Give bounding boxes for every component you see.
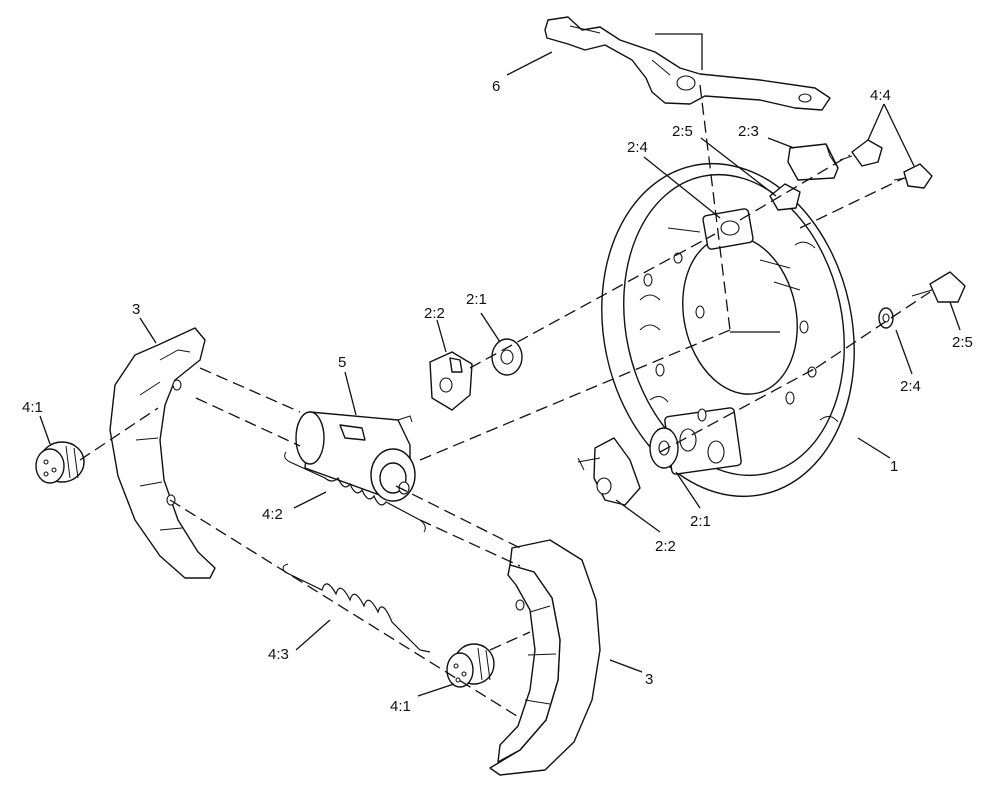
retainer-left-part	[35, 441, 85, 484]
brake-shoe-upper-part	[109, 327, 216, 579]
callout-2-1-upper: 2:1	[466, 291, 487, 308]
callout-2-5-lower: 2:5	[952, 334, 973, 351]
adjuster-part	[787, 143, 839, 181]
callout-3-upper: 3	[132, 301, 140, 318]
callout-labels: 6 2:4 2:5 2:3 4:4 2:5 2:4 1 2:1 2:2 2:1 …	[22, 78, 973, 715]
callout-6: 6	[492, 78, 500, 95]
wheel-cylinder-part	[295, 411, 416, 502]
callout-4-3: 4:3	[268, 646, 289, 663]
retainer-right-part	[446, 643, 495, 688]
callout-2-2-lower: 2:2	[655, 538, 676, 555]
anchor-block-lower-part	[577, 437, 641, 506]
bolt-2-5-upper-part	[769, 183, 801, 211]
callout-2-3: 2:3	[738, 123, 759, 140]
leader-lines	[39, 33, 961, 697]
bolt-upper-part	[839, 139, 883, 167]
callout-2-1-lower: 2:1	[690, 513, 711, 530]
callout-5: 5	[338, 354, 346, 371]
callout-1: 1	[890, 458, 898, 475]
lever-part	[544, 16, 831, 111]
washer-lower-part	[649, 427, 679, 469]
callout-2-5-upper: 2:5	[672, 123, 693, 140]
anchor-block-upper-part	[429, 351, 473, 411]
callout-2-2-upper: 2:2	[424, 305, 445, 322]
callout-4-1-right: 4:1	[390, 698, 411, 715]
bolt-lower-part	[893, 163, 933, 189]
callout-2-4-upper: 2:4	[627, 139, 648, 156]
callout-4-2: 4:2	[262, 506, 283, 523]
washer-upper-part	[491, 338, 523, 376]
callout-4-1-left: 4:1	[22, 399, 43, 416]
bolt-2-5-lower-part	[911, 271, 966, 303]
callout-4-4: 4:4	[870, 87, 891, 104]
callout-3-lower: 3	[645, 671, 653, 688]
backing-plate-part	[601, 162, 855, 498]
callout-2-4-lower: 2:4	[900, 378, 921, 395]
assembly-lines	[79, 84, 931, 719]
brake-shoe-lower-part	[489, 539, 601, 776]
spring-lower-part	[282, 563, 431, 653]
